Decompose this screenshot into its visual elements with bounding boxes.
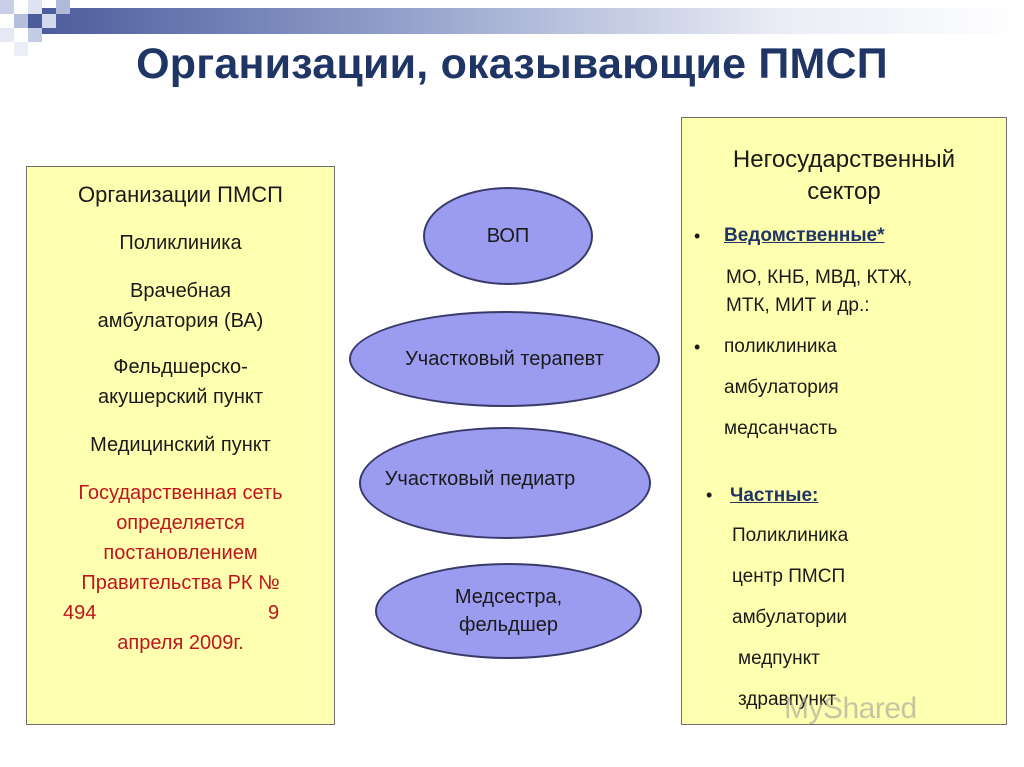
decor-square <box>42 14 56 28</box>
private-item: амбулатории <box>732 607 848 628</box>
watermark-text: MyShared <box>784 692 917 725</box>
ellipse-vop: ВОП <box>423 187 593 285</box>
departmental-item: амбулатория <box>724 377 839 398</box>
decor-square <box>14 14 28 28</box>
header-gradient-bar <box>28 8 1024 34</box>
right-panel-title-line: Негосударственный <box>732 146 956 173</box>
left-panel-item: Медицинский пункт <box>90 434 271 456</box>
government-network-note-day: 9 <box>268 602 280 624</box>
decor-square <box>0 0 14 14</box>
ellipse-district-pediatrician-label: Участковый педиатр <box>384 468 576 490</box>
ellipse-vop-label: ВОП <box>486 225 530 247</box>
departmental-agencies: МТК, МИТ и др.: <box>726 295 870 316</box>
departmental-label: Ведомственные* <box>724 225 885 246</box>
private-item: здравпункт <box>738 689 837 710</box>
bullet-icon: • <box>706 485 713 505</box>
ellipse-nurse-paramedic: Медсестра, фельдшер <box>375 563 642 659</box>
ellipse-paramedic-label: фельдшер <box>459 614 558 636</box>
left-panel-heading: Организации ПМСП <box>77 182 283 207</box>
bullet-icon: • <box>694 226 701 246</box>
left-panel-item: акушерский пункт <box>97 386 264 408</box>
decor-square <box>0 28 14 42</box>
ellipse-district-pediatrician: Участковый педиатр <box>359 427 651 539</box>
government-network-note: Государственная сеть <box>78 482 283 504</box>
departmental-agencies: МО, КНБ, МВД, КТЖ, <box>726 267 913 288</box>
government-network-note-number: 494 <box>63 602 97 624</box>
left-panel-pmsp-organizations: Организации ПМСП Поликлиника Врачебная а… <box>26 166 335 725</box>
ellipse-district-therapist: Участковый терапевт <box>349 311 660 407</box>
ellipse-district-therapist-label: Участковый терапевт <box>405 348 604 370</box>
left-panel-item: Поликлиника <box>119 232 242 254</box>
government-network-note: Правительства РК № <box>81 572 280 594</box>
right-panel-title: Негосударственный сектор <box>682 144 1006 208</box>
bullet-icon: • <box>694 337 701 357</box>
decor-square <box>28 28 42 42</box>
government-network-note: определяется <box>116 512 245 534</box>
government-network-note: апреля 2009г. <box>117 632 244 654</box>
departmental-item: медсанчасть <box>724 418 838 439</box>
page-title: Организации, оказывающие ПМСП <box>136 40 888 88</box>
decor-square <box>28 0 42 14</box>
right-panel-non-state-sector: Негосударственный сектор • Ведомственные… <box>681 117 1007 725</box>
ellipse-nurse-label: Медсестра, <box>454 586 563 608</box>
government-network-note: постановлением <box>103 542 258 564</box>
departmental-item: поликлиника <box>724 336 837 357</box>
private-label: Частные: <box>730 485 819 506</box>
private-item: медпункт <box>738 648 820 669</box>
decor-square <box>14 42 28 56</box>
private-item: центр ПМСП <box>732 566 846 587</box>
left-panel-item: Врачебная <box>130 280 231 302</box>
private-item: Поликлиника <box>732 525 849 546</box>
left-panel-item: амбулатория (ВА) <box>97 310 264 332</box>
decor-square <box>56 0 70 14</box>
right-panel-title-line: сектор <box>807 178 881 205</box>
left-panel-item: Фельдшерско- <box>113 356 248 378</box>
